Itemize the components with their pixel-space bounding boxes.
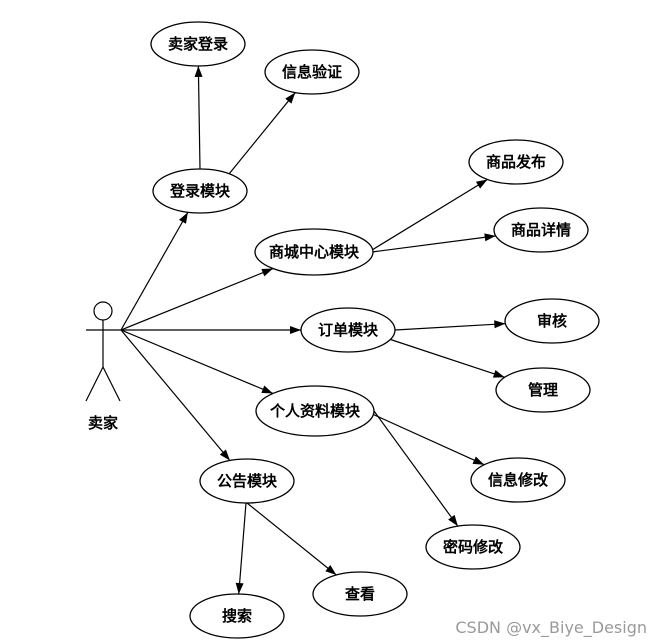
use-case-mall-center: 商城中心模块: [254, 228, 374, 276]
use-case-label: 公告模块: [217, 472, 278, 490]
use-case-goods-detail: 商品详情: [493, 207, 589, 253]
arrowhead-icon: [484, 233, 496, 242]
arrowhead-icon: [235, 582, 244, 595]
edge-line: [371, 235, 496, 253]
use-case-label: 信息验证: [282, 63, 342, 81]
actor-right-leg: [102, 366, 121, 402]
use-case-goods-publish: 商品发布: [468, 139, 564, 185]
use-case-label: 商城中心模块: [269, 243, 360, 261]
edge-line: [228, 92, 296, 175]
edge-line: [120, 267, 274, 331]
edge-login-to-seller_login: [194, 65, 203, 170]
use-case-label: 密码修改: [443, 538, 504, 556]
arrowhead-icon: [261, 268, 274, 277]
edge-actor-to-notice: [120, 329, 231, 461]
arrowhead-icon: [492, 370, 505, 378]
arrowhead-icon: [285, 92, 296, 104]
use-case-ellipse: [254, 228, 374, 276]
use-case-audit: 审核: [504, 298, 600, 344]
use-case-ellipse: [312, 571, 408, 617]
use-case-label: 搜索: [222, 607, 252, 625]
edge-line: [385, 337, 505, 378]
arrowhead-icon: [494, 320, 506, 329]
edge-order-to-audit: [394, 320, 506, 331]
actor-seller: 卖家: [85, 301, 121, 432]
arrowhead-icon: [261, 385, 273, 394]
arrowhead-icon: [448, 514, 458, 527]
use-case-ellipse: [150, 21, 246, 67]
use-case-info-edit: 信息修改: [470, 457, 566, 503]
edge-actor-to-order: [121, 326, 301, 334]
actor-label: 卖家: [88, 414, 118, 432]
use-case-label: 商品发布: [486, 153, 546, 171]
edge-actor-to-login: [120, 211, 189, 331]
use-case-login: 登录模块: [152, 168, 248, 214]
use-case-manage: 管理: [495, 367, 591, 413]
use-case-label: 查看: [345, 585, 375, 603]
use-case-label: 订单模块: [318, 321, 379, 339]
use-case-label: 审核: [537, 312, 567, 330]
edge-line: [369, 412, 485, 466]
use-case-label: 卖家登录: [168, 35, 228, 53]
edge-notice-to-search: [235, 502, 247, 595]
actor-head: [93, 301, 113, 321]
use-case-label: 商品详情: [511, 221, 571, 239]
arrowhead-icon: [475, 179, 488, 189]
use-case-ellipse: [199, 458, 295, 504]
use-case-ellipse: [493, 207, 589, 253]
use-case-search: 搜索: [189, 593, 285, 639]
edge-line: [238, 502, 247, 595]
arrowhead-icon: [290, 326, 301, 334]
use-case-profile: 个人资料模块: [255, 385, 375, 437]
edge-line: [120, 329, 274, 395]
use-case-ellipse: [300, 307, 396, 353]
edge-login-to-info_verify: [228, 92, 296, 175]
edge-mall_center-to-goods_publish: [371, 178, 488, 251]
arrowhead-icon: [219, 449, 230, 461]
arrowhead-icon: [179, 212, 188, 224]
use-case-ellipse: [468, 139, 564, 185]
edge-line: [394, 323, 506, 331]
watermark: CSDN @vx_Biye_Design: [455, 618, 647, 637]
use-case-ellipse: [470, 457, 566, 503]
arrowhead-icon: [472, 456, 485, 465]
use-case-ellipse: [152, 168, 248, 214]
edge-mall_center-to-goods_detail: [371, 233, 496, 253]
use-case-order: 订单模块: [300, 307, 396, 353]
edge-line: [120, 329, 231, 461]
edges-layer: [120, 65, 506, 595]
use-case-ellipse: [255, 385, 375, 437]
edge-order-to-manage: [385, 337, 505, 378]
edge-profile-to-info_edit: [369, 412, 485, 466]
use-case-ellipse: [495, 367, 591, 413]
edge-line: [197, 65, 201, 170]
edge-notice-to-view: [246, 502, 337, 576]
use-case-notice: 公告模块: [199, 458, 295, 504]
use-case-seller-login: 卖家登录: [150, 21, 246, 67]
arrowhead-icon: [194, 65, 203, 78]
use-case-label: 登录模块: [169, 182, 231, 200]
use-case-ellipse: [504, 298, 600, 344]
edge-line: [246, 502, 337, 576]
use-case-pwd-edit: 密码修改: [425, 524, 521, 570]
edge-actor-to-mall_center: [120, 267, 274, 331]
use-case-label: 个人资料模块: [269, 402, 361, 420]
use-case-label: 管理: [528, 381, 558, 399]
arrowhead-icon: [325, 564, 337, 575]
use-case-info-verify: 信息验证: [264, 49, 360, 95]
edge-line: [371, 178, 488, 251]
use-case-ellipse: [264, 49, 360, 95]
edge-profile-to-pwd_edit: [373, 410, 459, 527]
use-case-ellipse: [189, 593, 285, 639]
use-case-view: 查看: [312, 571, 408, 617]
actor-left-leg: [85, 366, 104, 402]
edge-actor-to-profile: [120, 329, 274, 395]
use-case-label: 信息修改: [488, 471, 549, 489]
edge-line: [120, 211, 189, 331]
use-case-ellipse: [425, 524, 521, 570]
edge-line: [373, 410, 459, 527]
